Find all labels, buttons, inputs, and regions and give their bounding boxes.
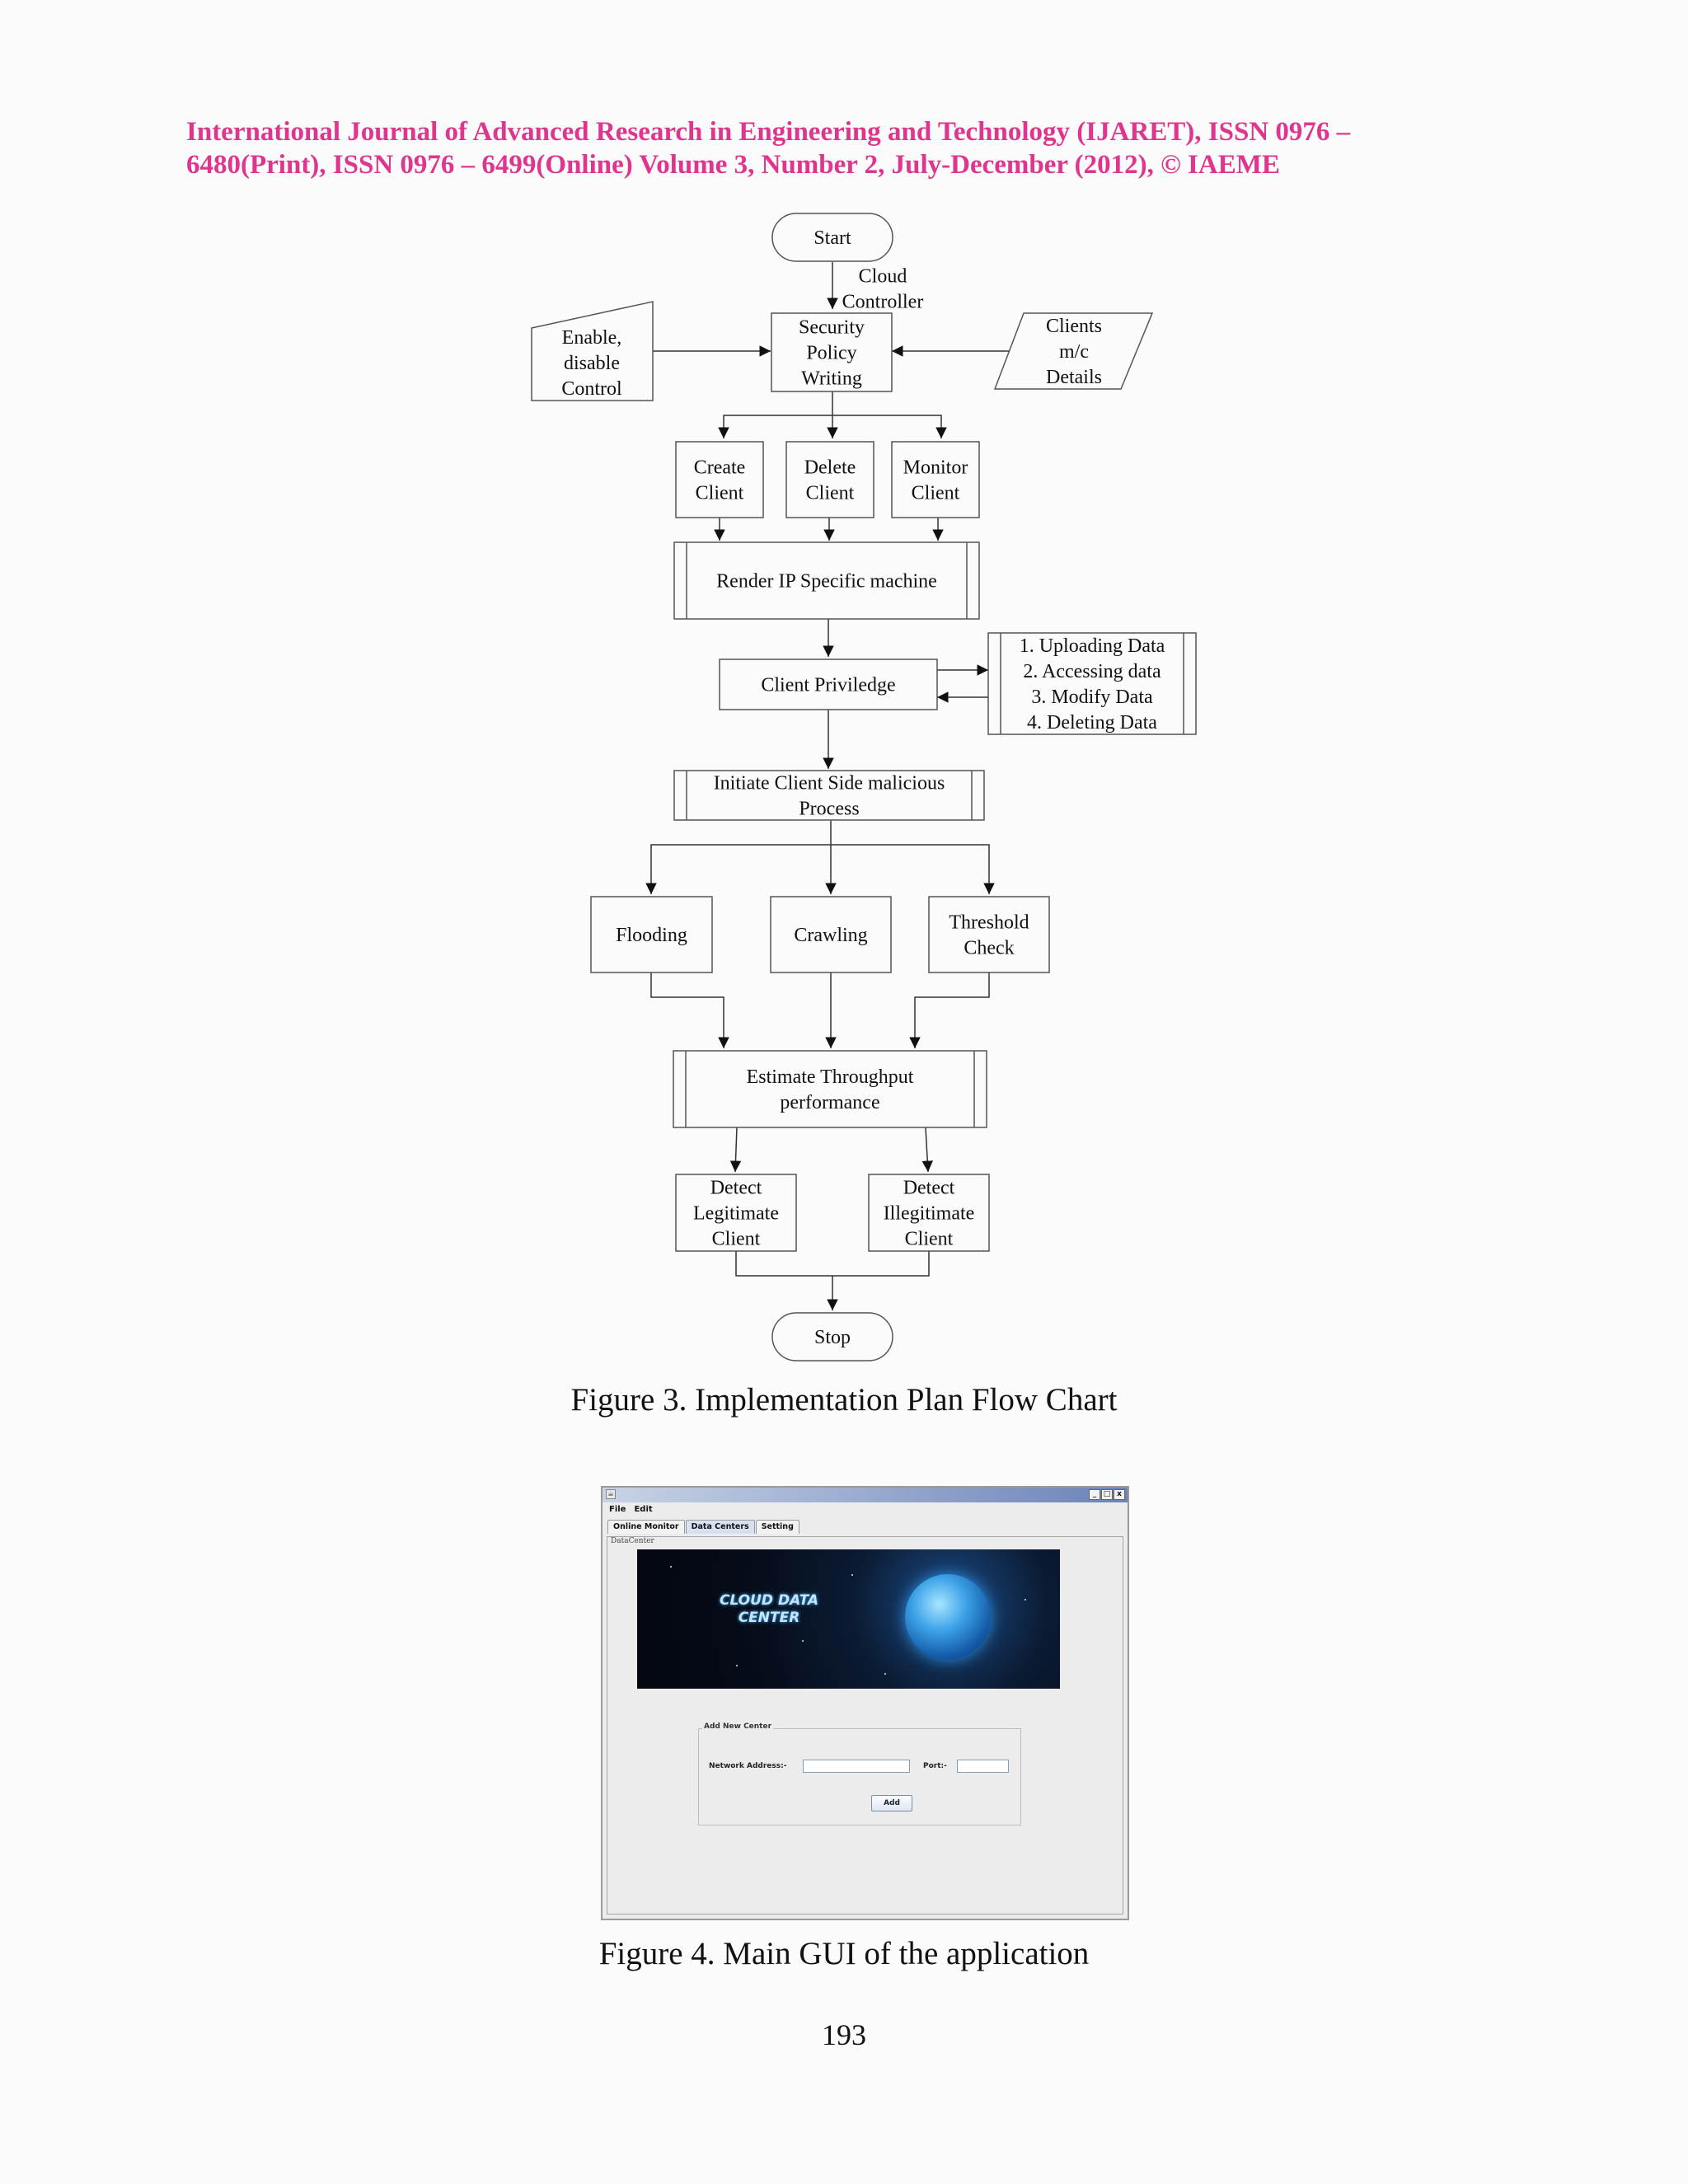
clients-details-input <box>993 312 1154 390</box>
estimate-throughput-box-label: Estimate Throughput <box>747 1066 914 1088</box>
cloud-data-center-banner: CLOUD DATA CENTER <box>637 1549 1060 1689</box>
crawling-box <box>770 896 892 973</box>
monitor-client-box <box>891 441 980 518</box>
detect-illegitimate-box-label: Detect <box>903 1178 955 1199</box>
network-address-label: Network Address:- <box>709 1762 787 1770</box>
estimate-throughput-box-label: performance <box>780 1092 879 1113</box>
maximize-button[interactable]: □ <box>1101 1489 1113 1500</box>
port-label: Port:- <box>923 1762 947 1770</box>
security-policy-box <box>771 312 893 392</box>
implementation-flowchart: StartCloudControllerSecurityPolicyWritin… <box>531 213 1197 1361</box>
create-client-box-label: Create <box>694 457 746 479</box>
cloud-controller-note-label: Cloud <box>859 266 907 288</box>
start-terminal <box>771 213 893 262</box>
data-center-panel: DataCenter CLOUD DATA CENTER Add New Cen… <box>607 1536 1123 1915</box>
header-line-2: 6480(Print), ISSN 0976 – 6499(Online) Vo… <box>186 150 1280 180</box>
detect-legitimate-box-label: Client <box>712 1229 761 1250</box>
enable-control-input-label: Control <box>561 378 622 400</box>
page-number: 193 <box>822 2018 866 2051</box>
network-address-input[interactable] <box>803 1760 910 1773</box>
minimize-button[interactable]: _ <box>1089 1489 1100 1500</box>
delete-client-box-label: Delete <box>804 457 856 479</box>
delete-client-box-label: Client <box>806 483 855 504</box>
create-client-box-label: Client <box>696 483 744 504</box>
port-input[interactable] <box>957 1760 1009 1773</box>
add-new-center-group: Add New Center Network Address:- Port:- … <box>698 1722 1021 1825</box>
monitor-client-box-label: Monitor <box>903 457 968 479</box>
banner-title: CLOUD DATA CENTER <box>719 1592 819 1626</box>
render-ip-box <box>673 541 980 620</box>
java-app-icon: ☕ <box>606 1489 616 1499</box>
edge-detect-merge <box>735 1251 930 1277</box>
edge-threshold-to-estimate <box>909 972 990 1048</box>
header-line-1: International Journal of Advanced Resear… <box>186 117 1351 147</box>
client-privilege-box-label: Client Priviledge <box>761 675 895 696</box>
edge-estimate-to-legit <box>729 1127 742 1173</box>
edge-security-to-monitor <box>832 415 947 438</box>
client-privilege-box <box>719 658 938 710</box>
figure-4-caption: Figure 4. Main GUI of the application <box>598 1936 1090 1971</box>
monitor-client-box-label: Client <box>912 483 960 504</box>
security-policy-box-label: Security <box>799 317 865 339</box>
panel-title: DataCenter <box>611 1537 654 1545</box>
detect-legitimate-box-label: Legitimate <box>693 1203 779 1225</box>
edge-initiate-to-flooding <box>645 844 831 894</box>
add-button[interactable]: Add <box>871 1795 912 1811</box>
privileges-list-box-label: 3. Modify Data <box>1031 687 1153 708</box>
initiate-process-box-label: Process <box>799 799 859 820</box>
initiate-process-box-label: Initiate Client Side malicious <box>714 773 945 794</box>
security-policy-box-label: Policy <box>806 343 856 364</box>
privileges-list-box-label: 2. Accessing data <box>1023 661 1161 682</box>
edge-estimate-to-illegit <box>921 1127 933 1173</box>
enable-control-input <box>531 301 654 401</box>
detect-illegitimate-box-label: Client <box>905 1229 954 1250</box>
render-ip-box-label: Render IP Specific machine <box>716 571 937 593</box>
cloud-controller-note-label: Controller <box>842 292 924 313</box>
delete-client-box <box>785 441 874 518</box>
flooding-box <box>590 896 713 973</box>
detect-illegitimate-box <box>868 1174 990 1252</box>
menu-file[interactable]: File <box>609 1505 626 1514</box>
menu-bar: File Edit <box>603 1502 1128 1516</box>
enable-control-input-label: Enable, <box>562 327 622 349</box>
tab-data-centers[interactable]: Data Centers <box>685 1520 755 1534</box>
cloud-globe-icon <box>905 1574 991 1660</box>
privileges-list-box-label: 1. Uploading Data <box>1020 635 1165 657</box>
edge-flooding-to-estimate <box>650 972 729 1048</box>
flooding-box-label: Flooding <box>616 925 687 946</box>
add-new-center-legend: Add New Center <box>702 1722 774 1731</box>
journal-header: International Journal of Advanced Resear… <box>186 115 1492 181</box>
threshold-check-box <box>928 896 1050 973</box>
detect-legitimate-box <box>675 1174 797 1252</box>
application-window: ☕ _ □ x File Edit Online Monitor Data Ce… <box>601 1486 1129 1920</box>
enable-control-input-label: disable <box>564 353 620 374</box>
edge-security-to-create <box>718 415 832 438</box>
security-policy-box-label: Writing <box>801 368 862 390</box>
privileges-list-box-label: 4. Deleting Data <box>1027 712 1157 733</box>
tab-setting[interactable]: Setting <box>755 1520 799 1534</box>
privileges-list-box <box>987 632 1197 735</box>
tab-online-monitor[interactable]: Online Monitor <box>607 1520 685 1534</box>
figure-3-caption: Figure 3. Implementation Plan Flow Chart <box>570 1382 1118 1418</box>
clients-details-input-label: m/c <box>1059 341 1089 363</box>
clients-details-input-label: Details <box>1046 367 1102 388</box>
start-terminal-label: Start <box>814 227 851 249</box>
close-button[interactable]: x <box>1114 1489 1125 1500</box>
menu-edit[interactable]: Edit <box>634 1505 653 1514</box>
initiate-process-box <box>673 770 985 821</box>
window-title-bar[interactable]: ☕ _ □ x <box>603 1488 1128 1502</box>
stop-terminal <box>771 1312 893 1361</box>
threshold-check-box-label: Threshold <box>949 912 1029 934</box>
detect-illegitimate-box-label: Illegitimate <box>884 1203 975 1225</box>
create-client-box <box>675 441 764 518</box>
stop-terminal-label: Stop <box>814 1327 851 1348</box>
edge-initiate-to-threshold <box>831 844 995 894</box>
tab-strip: Online Monitor Data Centers Setting <box>603 1520 1128 1535</box>
clients-details-input-label: Clients <box>1046 316 1102 337</box>
crawling-box-label: Crawling <box>794 925 867 946</box>
threshold-check-box-label: Check <box>964 938 1014 959</box>
detect-legitimate-box-label: Detect <box>710 1178 762 1199</box>
estimate-throughput-box <box>673 1050 987 1128</box>
